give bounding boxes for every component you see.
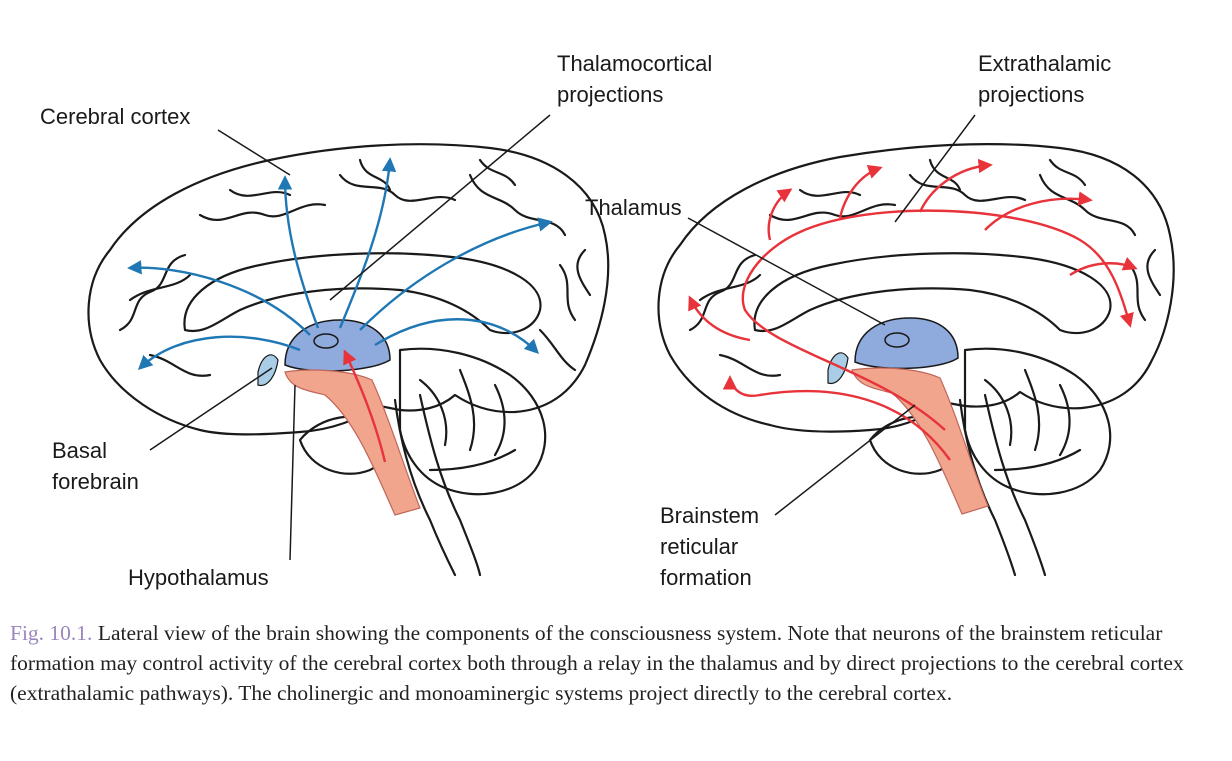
cerebellum-right	[963, 347, 1112, 496]
right-thalamus-nucleus	[884, 332, 910, 348]
right-basal-forebrain	[827, 352, 849, 384]
corpus-callosum-right	[753, 252, 1112, 335]
label-basal-forebrain: Basal forebrain	[52, 438, 139, 494]
label-extrathalamic: Extrathalamic projections	[978, 51, 1112, 107]
extrathalamic-arrows	[688, 158, 1138, 461]
label-thalamus: Thalamus	[585, 195, 682, 220]
left-brainstem-rf	[284, 369, 421, 516]
caption-text: Lateral view of the brain showing the co…	[10, 621, 1184, 705]
brain-diagram	[87, 114, 1175, 577]
label-brainstem-rf: Brainstem reticular formation	[660, 503, 760, 590]
left-ascending-arrow	[343, 349, 387, 463]
left-thalamus-nucleus	[313, 333, 339, 349]
thalamocortical-arrows	[127, 157, 553, 370]
figure-caption: Fig. 10.1. Lateral view of the brain sho…	[10, 618, 1220, 708]
corpus-callosum	[183, 252, 542, 335]
label-cerebral-cortex: Cerebral cortex	[40, 104, 191, 129]
cerebellum	[398, 347, 547, 496]
label-hypothalamus: Hypothalamus	[128, 565, 269, 590]
figure-number: Fig. 10.1.	[10, 621, 93, 645]
label-thalamocortical: Thalamocortical projections	[557, 51, 713, 107]
leader-lines	[149, 114, 976, 561]
right-thalamus	[854, 317, 959, 370]
